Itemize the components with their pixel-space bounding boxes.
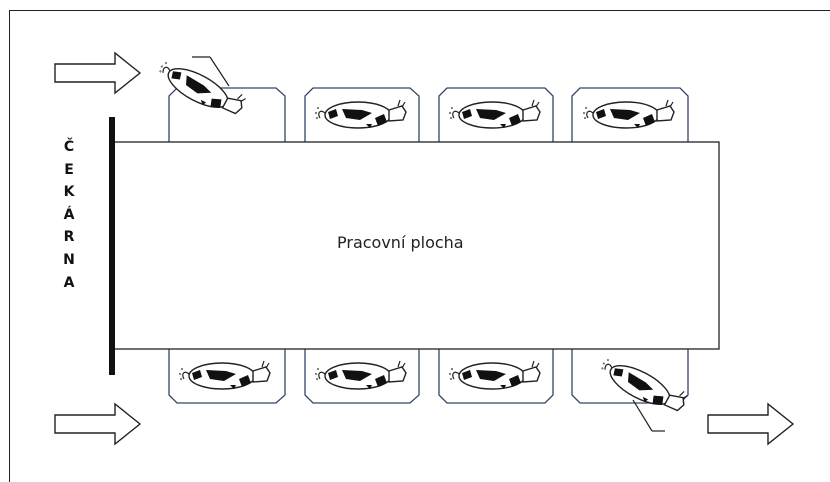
cow-icon (582, 99, 675, 129)
stall (304, 87, 420, 142)
diagram-frame (9, 10, 830, 482)
cow-icon (314, 99, 407, 129)
waiting-area-wall (109, 117, 115, 375)
stall (571, 349, 689, 404)
stall (168, 87, 286, 142)
waiting-area-letter: R (63, 229, 75, 246)
cow-icon (314, 360, 407, 390)
arrow-right-outline-icon (707, 403, 794, 445)
waiting-area-letter: Á (63, 206, 75, 223)
waiting-area-label: Č E K Á R N A (60, 136, 78, 294)
waiting-area-letter: E (64, 161, 74, 178)
cow-icon (595, 350, 691, 420)
waiting-area-letter: A (63, 274, 75, 291)
waiting-area-letter: Č (63, 139, 75, 155)
stall (304, 349, 420, 404)
arrow-right-outline-icon (54, 403, 141, 445)
stall (438, 349, 554, 404)
gate-line (632, 399, 653, 432)
cow-icon (448, 360, 541, 390)
stall (168, 349, 286, 404)
arrow-right-outline-icon (54, 52, 141, 94)
waiting-area-letter: N (63, 251, 75, 268)
waiting-area-letter: K (63, 184, 75, 201)
stall (438, 87, 554, 142)
cow-icon (178, 360, 271, 390)
stall-row-bottom (168, 349, 689, 404)
stall-row-top (168, 87, 689, 142)
work-area-label: Pracovní plocha (337, 233, 464, 252)
work-area (112, 141, 720, 350)
gate-line (209, 56, 230, 87)
stall (571, 87, 689, 142)
cow-icon (448, 99, 541, 129)
